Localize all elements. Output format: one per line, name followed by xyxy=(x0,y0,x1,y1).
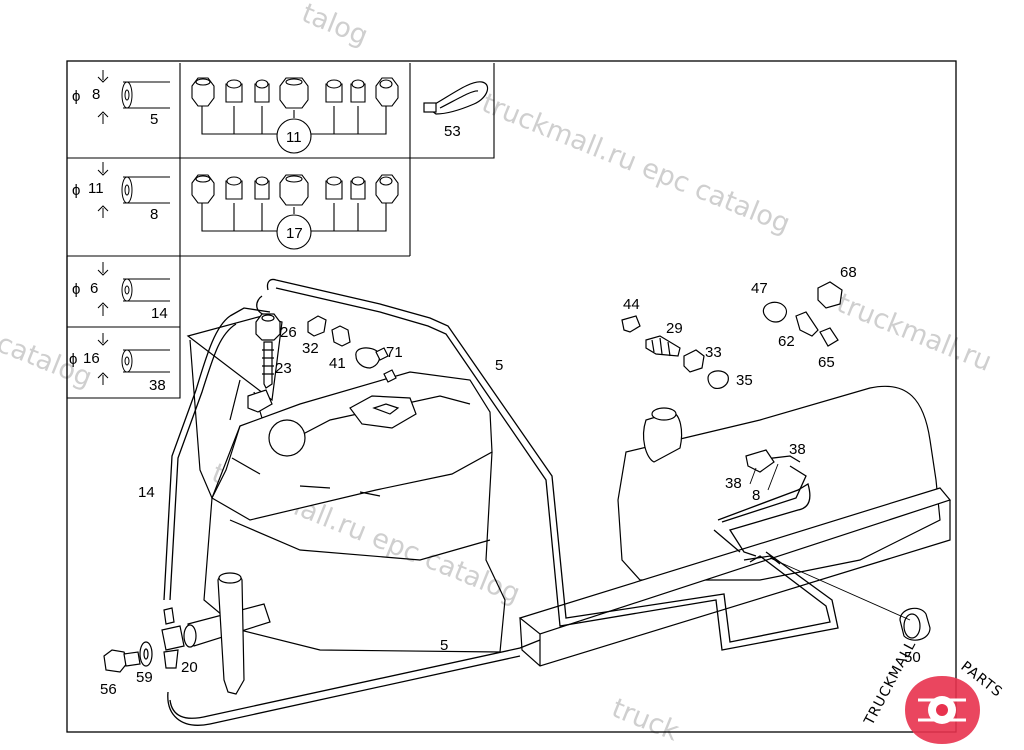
diameter-16: 16 xyxy=(83,350,100,367)
fuel-tank xyxy=(518,385,952,667)
callout-labels: 68 47 44 29 33 35 62 65 26 32 41 71 23 5… xyxy=(100,264,921,698)
watermark-4: catalog xyxy=(0,328,96,394)
tube-row-2: ϕ 11 8 xyxy=(72,162,170,223)
length-38: 38 xyxy=(149,377,166,394)
callout-5-upper: 5 xyxy=(495,357,503,374)
callout-47: 47 xyxy=(751,280,768,297)
callout-20: 20 xyxy=(181,659,198,676)
callout-33: 33 xyxy=(705,344,722,361)
diameter-6: 6 xyxy=(90,280,98,297)
length-5: 5 xyxy=(150,111,158,128)
watermark-2: truckmall.ru epc catalog xyxy=(477,88,794,240)
length-14: 14 xyxy=(151,305,168,322)
hose-clip-53 xyxy=(423,81,489,115)
callout-8: 8 xyxy=(752,487,760,504)
diameter-symbol: ϕ xyxy=(72,182,80,199)
small-fittings-right xyxy=(621,281,843,473)
diameter-symbol: ϕ xyxy=(72,281,80,298)
length-8: 8 xyxy=(150,206,158,223)
callout-5-lower: 5 xyxy=(440,637,448,654)
callout-38-lower: 38 xyxy=(725,475,742,492)
callout-68: 68 xyxy=(840,264,857,281)
callout-59: 59 xyxy=(136,669,153,686)
tube-row-4: ϕ 16 38 xyxy=(69,333,170,394)
callout-23: 23 xyxy=(275,360,292,377)
small-fittings-engine xyxy=(247,313,397,413)
watermark-3: truckmall.ru xyxy=(832,288,996,378)
callout-44: 44 xyxy=(623,296,640,313)
callout-38-upper: 38 xyxy=(789,441,806,458)
callout-62: 62 xyxy=(778,333,795,350)
watermark-1: talog xyxy=(297,0,372,52)
legend-table xyxy=(66,63,495,399)
callout-29: 29 xyxy=(666,320,683,337)
callout-11: 11 xyxy=(286,129,302,146)
truckmall-parts-logo: TRUCKMALL PARTS xyxy=(861,638,1005,744)
washer-59 xyxy=(139,641,153,667)
tube-row-3: ϕ 6 14 xyxy=(72,262,170,322)
callout-65: 65 xyxy=(818,354,835,371)
callout-32: 32 xyxy=(302,340,319,357)
callout-35: 35 xyxy=(736,372,753,389)
diameter-symbol: ϕ xyxy=(72,88,80,105)
diameter-symbol: ϕ xyxy=(69,351,77,368)
callout-71: 71 xyxy=(386,344,403,361)
callout-50: 50 xyxy=(904,649,921,666)
fuel-lines xyxy=(163,278,839,726)
fitting-kit-11 xyxy=(191,77,399,154)
callout-26: 26 xyxy=(280,324,297,341)
grommet-50 xyxy=(899,607,931,641)
callout-17: 17 xyxy=(286,225,303,242)
callout-53: 53 xyxy=(444,123,461,140)
callout-14: 14 xyxy=(138,484,155,501)
callout-41: 41 xyxy=(329,355,346,372)
callout-56: 56 xyxy=(100,681,117,698)
tube-row-1: ϕ 8 5 xyxy=(72,70,170,128)
fitting-kit-17 xyxy=(191,174,399,250)
leader-lines xyxy=(749,463,911,621)
fuel-junction-20 xyxy=(161,572,271,695)
watermark-6: truck xyxy=(607,693,683,748)
diameter-8: 8 xyxy=(92,86,100,103)
banjo-bolt-56 xyxy=(103,649,141,673)
diameter-11: 11 xyxy=(88,180,104,197)
